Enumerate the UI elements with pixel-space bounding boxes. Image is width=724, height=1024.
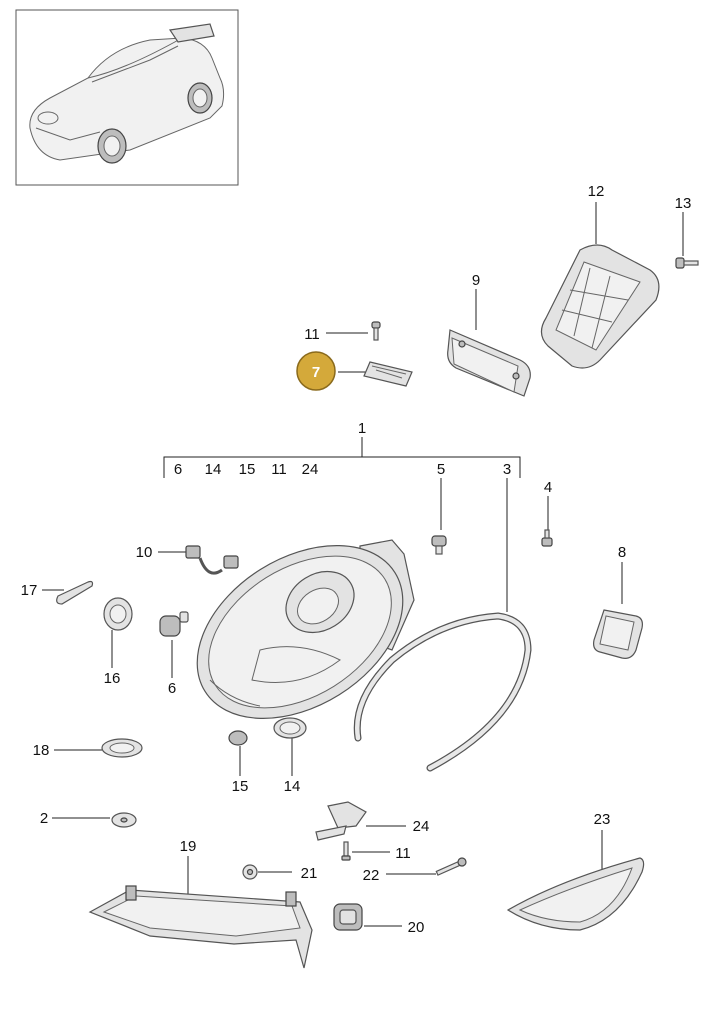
leader-lines <box>42 202 684 927</box>
label-16[interactable]: 16 <box>104 670 121 687</box>
part-11-screw-upper <box>371 321 381 341</box>
part-10-wiring-harness <box>185 545 239 575</box>
label-1[interactable]: 1 <box>358 420 366 437</box>
part-14-cap <box>273 717 307 739</box>
bracket-item-15[interactable]: 15 <box>239 461 256 478</box>
label-21[interactable]: 21 <box>301 865 318 882</box>
label-17[interactable]: 17 <box>21 582 38 599</box>
label-7[interactable]: 7 <box>312 364 320 381</box>
part-7-highlight-badge[interactable] <box>296 351 336 391</box>
label-8[interactable]: 8 <box>618 544 626 561</box>
bracket-item-14[interactable]: 14 <box>205 461 222 478</box>
label-2[interactable]: 2 <box>40 810 48 827</box>
label-13[interactable]: 13 <box>675 195 692 212</box>
part-19-carrier <box>88 885 313 969</box>
car-icon <box>29 23 225 164</box>
part-12-housing-cover <box>540 244 660 369</box>
label-12[interactable]: 12 <box>588 183 605 200</box>
part-1-headlight-assembly <box>196 539 415 719</box>
label-4[interactable]: 4 <box>544 479 552 496</box>
label-22[interactable]: 22 <box>363 867 380 884</box>
part-24-bracket <box>315 801 367 841</box>
bracket-item-11[interactable]: 11 <box>271 461 287 478</box>
label-6[interactable]: 6 <box>168 680 176 697</box>
part-9-control-module <box>447 329 531 397</box>
label-23[interactable]: 23 <box>594 811 611 828</box>
label-20[interactable]: 20 <box>408 919 425 936</box>
label-11-upper[interactable]: 11 <box>304 326 320 343</box>
part-17-trim-strip <box>56 580 94 605</box>
label-5[interactable]: 5 <box>437 461 445 478</box>
label-10[interactable]: 10 <box>136 544 153 561</box>
part-15-cap <box>228 730 248 746</box>
part-13-screw <box>675 257 699 269</box>
part-7-led-module <box>363 361 413 387</box>
label-9[interactable]: 9 <box>472 272 480 289</box>
part-4-screw <box>541 529 553 547</box>
part-18-cover <box>101 738 143 758</box>
part-21-nut <box>242 864 258 880</box>
part-22-bolt <box>435 857 467 876</box>
part-8-control-unit <box>593 609 643 659</box>
part-5-screw <box>431 535 447 555</box>
part-numbers: 12 13 9 11 7 1 6 14 15 11 24 5 3 4 8 10 … <box>21 183 692 936</box>
part-23-trim-panel <box>506 857 645 931</box>
label-14[interactable]: 14 <box>284 778 301 795</box>
part-2-washer <box>111 812 137 828</box>
label-24[interactable]: 24 <box>413 818 430 835</box>
part-16-bulb-socket <box>103 597 133 631</box>
bracket-item-24[interactable]: 24 <box>302 461 319 478</box>
label-3[interactable]: 3 <box>503 461 511 478</box>
bracket-item-6[interactable]: 6 <box>174 461 182 478</box>
car-thumbnail <box>15 9 239 186</box>
part-20-motor <box>333 903 363 931</box>
part-3-gasket <box>353 612 532 772</box>
label-18[interactable]: 18 <box>33 742 50 759</box>
label-19[interactable]: 19 <box>180 838 197 855</box>
label-15[interactable]: 15 <box>232 778 249 795</box>
part-6-bulb-holder <box>159 611 189 637</box>
label-11-lower[interactable]: 11 <box>395 845 411 862</box>
part-11-screw-lower <box>341 841 351 861</box>
